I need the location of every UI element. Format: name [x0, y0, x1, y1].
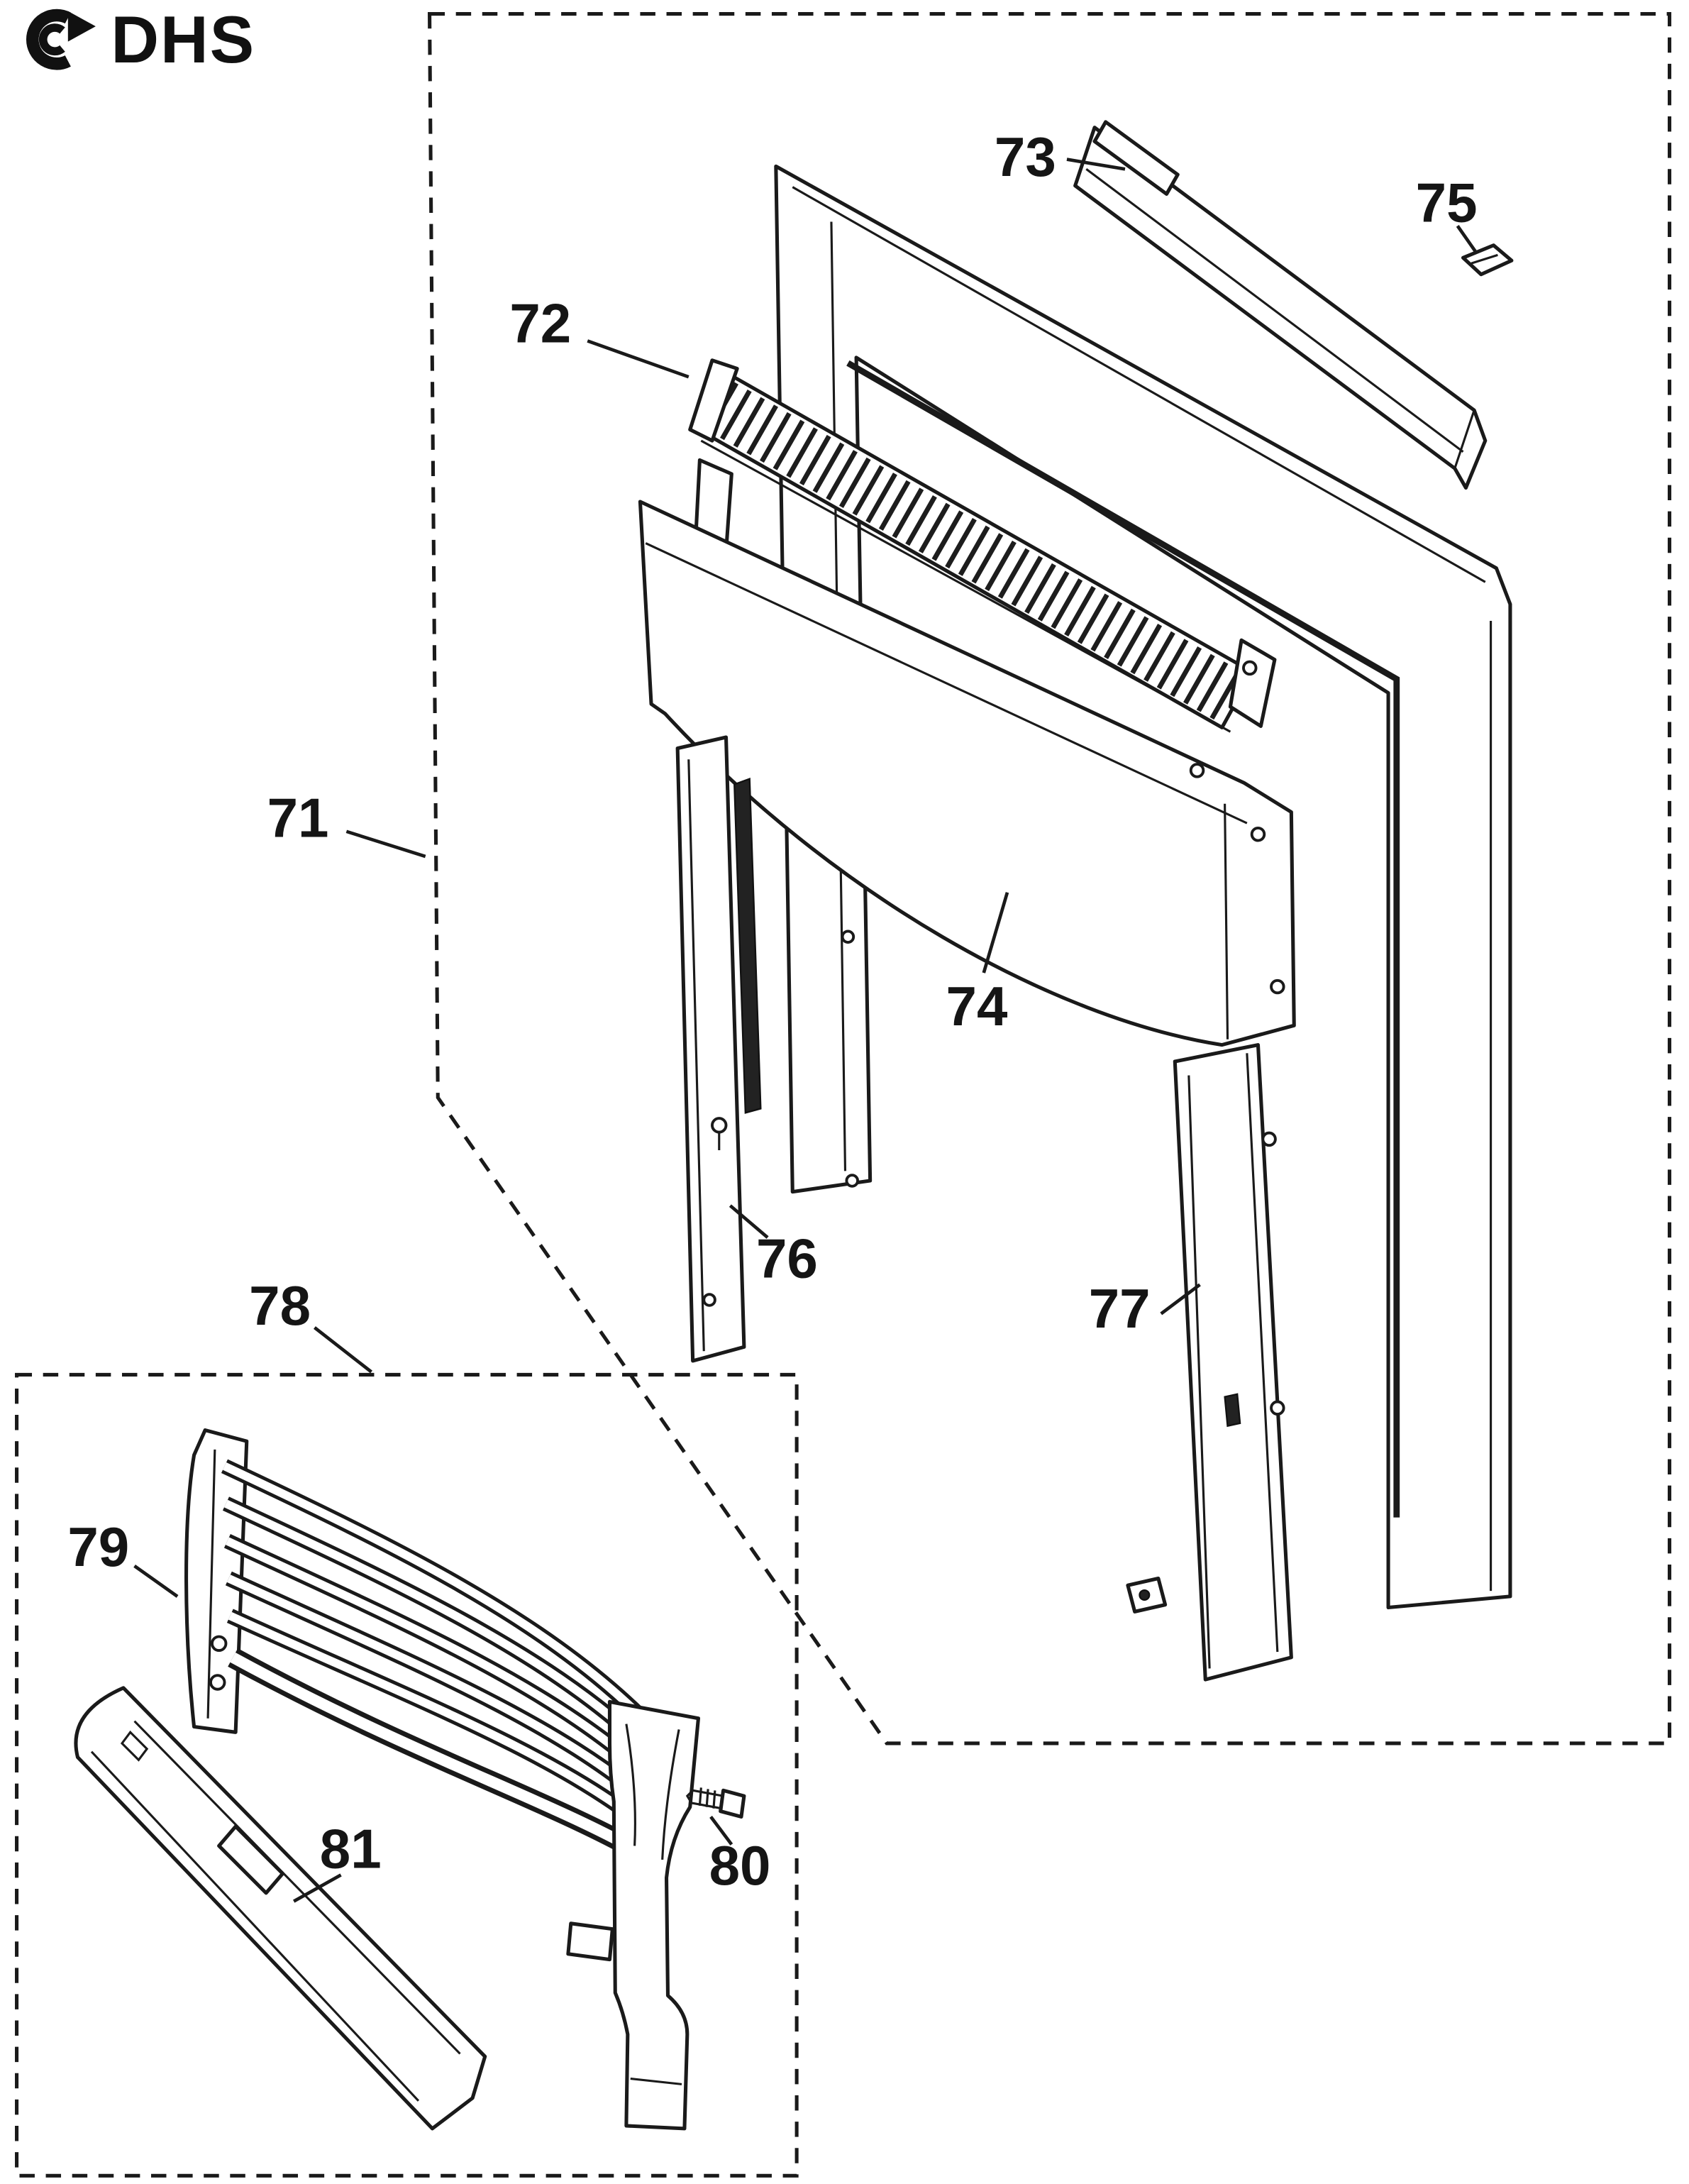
- part-label-71: 71: [267, 787, 329, 849]
- frame-screw: [845, 1174, 860, 1188]
- fret-right-support: [566, 1699, 700, 2131]
- panel-screw: [1261, 1131, 1277, 1147]
- part-label-76: 76: [756, 1228, 818, 1290]
- leader-73: [1066, 158, 1126, 171]
- part-label-77: 77: [1089, 1277, 1151, 1340]
- part-80-screw: [685, 1787, 746, 1819]
- part-label-75: 75: [1416, 171, 1478, 233]
- leader-76: [729, 1204, 769, 1239]
- coil-screw: [1242, 660, 1258, 676]
- leader-79: [133, 1565, 179, 1598]
- part-label-73: 73: [995, 126, 1056, 188]
- dhs-arrow-logo-icon: [26, 9, 96, 70]
- strip-keyhole: [711, 1117, 728, 1134]
- leader-72: [587, 339, 690, 379]
- dhs-logo: DHS: [26, 2, 255, 77]
- strip-screw: [702, 1293, 716, 1307]
- leader-80: [709, 1816, 733, 1846]
- leader-71: [345, 829, 426, 859]
- part-labels: 71 72 73 74 75 76 77 78 79 80 81: [67, 126, 1478, 1903]
- part-75-clip: [1461, 243, 1514, 277]
- main-assembly-dashed-boundary: [428, 11, 1672, 1745]
- leader-75: [1456, 225, 1478, 255]
- part-label-80: 80: [709, 1834, 771, 1897]
- part-label-79: 79: [67, 1516, 129, 1578]
- part-label-72: 72: [509, 292, 571, 354]
- canopy-screw: [1189, 763, 1205, 778]
- part-76-left-strip: [675, 735, 762, 1363]
- part-81-front-bar: [74, 1686, 487, 2131]
- fret-assembly: [74, 1428, 746, 2131]
- leader-78: [314, 1326, 372, 1374]
- part-label-74: 74: [946, 975, 1008, 1037]
- part-label-81: 81: [320, 1818, 382, 1880]
- leader-77: [1160, 1283, 1201, 1316]
- part-72-coil-element: [688, 358, 1277, 733]
- grate-bars: [221, 1459, 654, 1866]
- part-label-78: 78: [249, 1274, 311, 1337]
- frame-screw: [841, 930, 855, 944]
- logo-text: DHS: [111, 2, 255, 77]
- part-73-top-trim: [1073, 120, 1488, 490]
- leader-74: [982, 892, 1009, 974]
- canopy-screw: [1250, 826, 1266, 842]
- canopy-screw: [1270, 978, 1285, 995]
- leader-81: [293, 1873, 342, 1903]
- part-77-right-panel: [1126, 1043, 1293, 1682]
- panel-screw: [1270, 1400, 1285, 1416]
